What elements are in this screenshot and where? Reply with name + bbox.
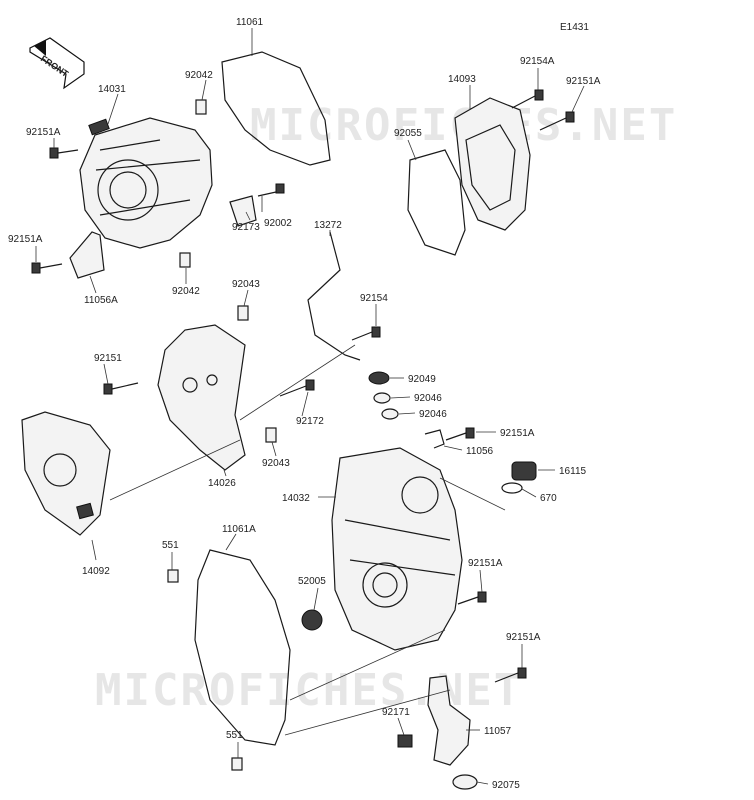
label-14026: 14026: [208, 478, 236, 489]
cover-14026: [157, 324, 246, 471]
gasket-92055: [407, 149, 466, 256]
bolt-92151a-cover-right: [457, 591, 487, 605]
generator-cover-14031: [79, 117, 213, 249]
label-92042-a: 92042: [185, 70, 213, 81]
label-14032: 14032: [282, 493, 310, 504]
dowel-551-upper: [167, 569, 179, 583]
seal-92049: [368, 371, 390, 385]
label-92173: 92173: [232, 222, 260, 233]
leader-lines: [35, 28, 585, 785]
bolt-92151: [103, 382, 139, 395]
label-92046-a: 92046: [414, 393, 442, 404]
part-labels: 11061 92042 14031 92151A 92151A 11056A 9…: [8, 17, 601, 791]
label-92043-a: 92043: [232, 279, 260, 290]
plug-16115: [511, 461, 537, 481]
label-13272: 13272: [314, 220, 342, 231]
oring-670: [501, 482, 523, 494]
label-92151a-5: 92151A: [468, 558, 503, 569]
label-16115: 16115: [559, 466, 587, 477]
label-92151: 92151: [94, 353, 122, 364]
label-11056: 11056: [466, 446, 494, 457]
bolt-92154a: [511, 89, 544, 109]
bolt-92151a-cover-upper: [445, 427, 475, 441]
cap-92075: [452, 774, 478, 790]
label-14031: 14031: [98, 84, 126, 95]
bolt-92154: [351, 326, 381, 341]
label-11056a: 11056A: [84, 295, 118, 306]
gasket-11061a: [194, 549, 291, 746]
dowel-551-lower: [231, 757, 243, 771]
bolt-92151a-left-lower: [31, 262, 63, 274]
label-11061a: 11061A: [222, 524, 256, 535]
watermark-bottom: MICROFICHES.NET: [95, 665, 522, 716]
label-92151a-4: 92151A: [500, 428, 535, 439]
label-11061: 11061: [236, 17, 264, 28]
label-92172: 92172: [296, 416, 324, 427]
cover-14093: [454, 97, 531, 231]
label-92046-b: 92046: [419, 409, 447, 420]
guard-14092: [21, 411, 111, 536]
bolt-92151a-left-upper: [49, 147, 79, 159]
label-14093: 14093: [448, 74, 476, 85]
dowel-92043-upper: [237, 305, 249, 321]
gauge-52005: [301, 609, 323, 631]
label-92154: 92154: [360, 293, 388, 304]
bushing-92046-lower: [381, 408, 399, 420]
label-551-a: 551: [162, 540, 179, 551]
clutch-cover-14032: [331, 447, 463, 651]
label-551-b: 551: [226, 730, 243, 741]
bracket-11056a: [69, 231, 105, 279]
label-92049: 92049: [408, 374, 436, 385]
label-92075: 92075: [492, 780, 520, 791]
bolt-92151a-right-top: [539, 111, 575, 131]
clamp-11056: [424, 429, 445, 449]
dowel-92042-upper: [195, 99, 207, 115]
dowel-92043-lower: [265, 427, 277, 443]
bolt-92172: [279, 379, 315, 397]
label-92055: 92055: [394, 128, 422, 139]
label-92151a-1: 92151A: [26, 127, 61, 138]
gasket-11061: [221, 51, 331, 166]
label-92151a-6: 92151A: [506, 632, 541, 643]
label-670: 670: [540, 493, 557, 504]
label-92002: 92002: [264, 218, 292, 229]
label-92171: 92171: [382, 707, 410, 718]
clip-92171: [397, 734, 413, 748]
label-14092: 14092: [82, 566, 110, 577]
front-arrow-icon: FRONT: [29, 37, 85, 90]
bushing-92046-upper: [373, 392, 391, 404]
label-52005: 52005: [298, 576, 326, 587]
bracket-13272: [307, 231, 361, 361]
label-92151a-2: 92151A: [8, 234, 43, 245]
label-11057: 11057: [484, 726, 512, 737]
diagram-id: E1431: [560, 22, 589, 33]
dowel-92042-lower: [179, 252, 191, 268]
label-92151a-3: 92151A: [566, 76, 601, 87]
label-92042-b: 92042: [172, 286, 200, 297]
label-92154a: 92154A: [520, 56, 555, 67]
bolt-92002: [257, 183, 285, 197]
label-92043-b: 92043: [262, 458, 290, 469]
